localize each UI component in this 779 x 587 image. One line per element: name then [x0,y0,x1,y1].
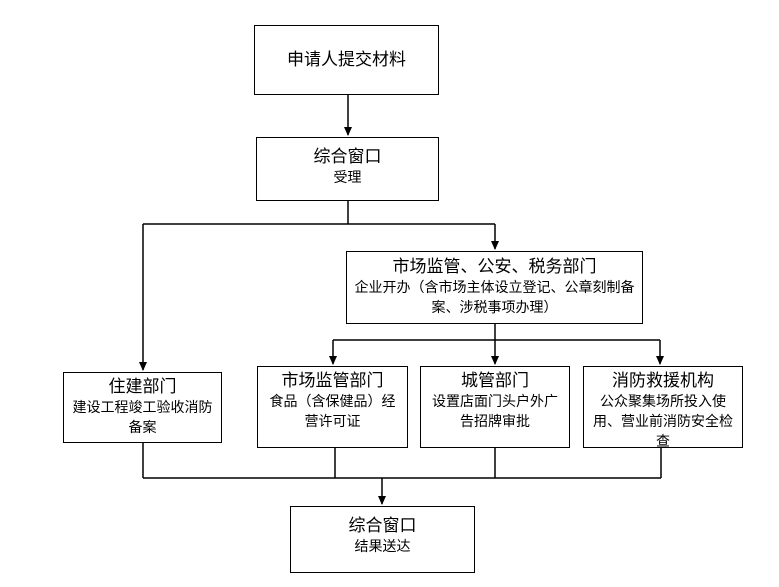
node-urban-management-title: 城管部门 [461,371,529,391]
node-market-public-tax-sub: 企业开办（含市场主体设立登记、公章刻制备案、涉税事项办理） [354,280,635,316]
node-window-accept-sub: 受理 [333,170,362,186]
node-window-deliver-sub: 结果送达 [354,539,411,555]
node-market-public-tax-title: 市场监管、公安、税务部门 [392,257,597,277]
node-window-accept-title: 综合窗口 [313,147,382,167]
node-applicant-title: 申请人提交材料 [287,50,406,70]
node-window-accept: 综合窗口 受理 [256,137,439,201]
node-urban-management-sub: 设置店面门头户外广告招牌审批 [432,394,558,430]
node-fire-rescue: 消防救援机构 公众聚集场所投入使用、营业前消防安全检查 [583,366,743,450]
node-market-supervision: 市场监管部门 食品（含保健品）经营许可证 [257,366,408,448]
node-market-supervision-title: 市场监管部门 [281,371,384,391]
node-housing: 住建部门 建设工程竣工验收消防备案 [63,372,222,443]
node-housing-sub: 建设工程竣工验收消防备案 [72,400,213,436]
node-market-supervision-sub: 食品（含保健品）经营许可证 [269,394,396,430]
node-applicant: 申请人提交材料 [254,25,439,95]
node-housing-title: 住建部门 [108,377,177,397]
node-fire-rescue-sub: 公众聚集场所投入使用、营业前消防安全检查 [593,394,733,450]
node-window-deliver-title: 综合窗口 [348,516,417,536]
node-window-deliver: 综合窗口 结果送达 [290,506,475,573]
node-market-public-tax: 市场监管、公安、税务部门 企业开办（含市场主体设立登记、公章刻制备案、涉税事项办… [346,251,643,324]
node-urban-management: 城管部门 设置店面门头户外广告招牌审批 [420,366,570,448]
node-fire-rescue-title: 消防救援机构 [612,371,714,391]
